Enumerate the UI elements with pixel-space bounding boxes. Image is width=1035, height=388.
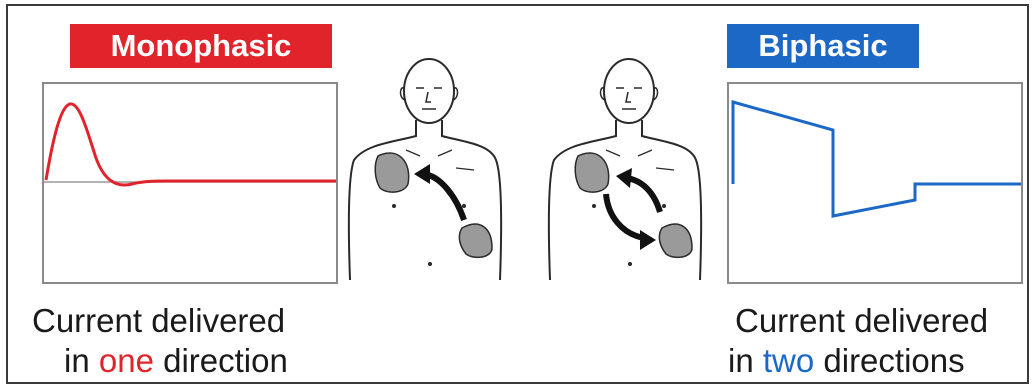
biphasic-caption-line1: Current delivered — [735, 302, 988, 340]
caption-highlight-one: one — [99, 342, 154, 379]
arrow-head-upper — [616, 168, 632, 188]
biphasic-waveform-line — [733, 102, 1021, 216]
apex-pad — [659, 224, 692, 257]
nipple-right — [462, 204, 466, 208]
arrow-head — [414, 164, 430, 184]
head-outline — [604, 59, 654, 123]
biphasic-label: Biphasic — [727, 24, 919, 68]
apex-pad — [459, 224, 492, 257]
upper-right-pad — [375, 153, 408, 192]
torso-illustration-monophasic — [344, 44, 504, 285]
caption-prefix: in — [728, 342, 763, 379]
caption-suffix: direction — [154, 342, 288, 379]
arrow-head-lower — [640, 230, 656, 250]
caption-suffix: directions — [814, 342, 964, 379]
double-curved-arrows-icon — [626, 178, 660, 212]
biphasic-waveform-svg — [729, 84, 1021, 282]
navel — [628, 262, 632, 266]
biphasic-waveform-plot — [727, 82, 1023, 284]
nipple-left — [592, 204, 596, 208]
monophasic-caption-line1: Current delivered — [32, 302, 285, 340]
upper-right-pad — [575, 153, 608, 192]
navel — [428, 262, 432, 266]
torso-illustration-biphasic — [544, 44, 704, 285]
nipple-left — [392, 204, 396, 208]
lower-curved-arrow — [606, 194, 644, 238]
caption-highlight-two: two — [763, 342, 814, 379]
head-outline — [404, 59, 454, 123]
biphasic-caption-line2: in two directions — [728, 342, 965, 380]
nipple-right — [662, 204, 666, 208]
monophasic-waveform-line — [46, 104, 336, 185]
caption-prefix: in — [64, 342, 99, 379]
monophasic-label: Monophasic — [70, 24, 332, 68]
body-left-outline — [349, 120, 416, 280]
monophasic-waveform-svg — [44, 84, 336, 282]
monophasic-waveform-plot — [42, 82, 338, 284]
monophasic-caption-line2: in one direction — [64, 342, 288, 380]
